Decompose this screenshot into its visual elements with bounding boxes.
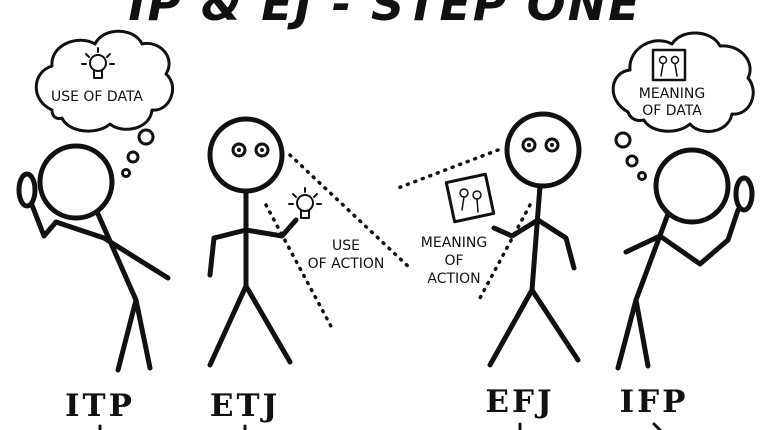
efj-eye-right [544,137,560,153]
itp-thought-cloud [34,29,175,133]
magnifying-glass-icon [16,171,59,239]
ifp-head [653,147,731,225]
efj-head [504,111,582,189]
ifp-thought-cloud [611,31,755,133]
magnifying-glass-icon [725,175,755,243]
etj-eye-right [254,142,270,158]
ifp-thought-bubble-3 [637,171,647,181]
efj-type-label: EFJ [485,384,554,420]
lightbulb-icon [81,47,115,79]
ifp-thought-bubble-2 [625,154,639,168]
etj-sight-line-bottom [264,203,335,332]
efj-sight-line-bottom [478,203,532,300]
ifp-type-label: IFP [620,384,689,420]
itp-thought-bubble-2 [126,150,140,164]
efj-sight-line-top [396,148,500,190]
cropped-marks [98,422,662,430]
etj-eye-left [231,142,247,158]
picture-frame-icon [444,172,496,224]
ifp-thought-bubble-1 [614,131,632,149]
itp-thought-bubble-1 [137,128,155,146]
etj-type-label: ETJ [210,388,280,424]
diagram-title: IP & EJ - STEP ONE [128,0,641,31]
itp-type-label: ITP [65,388,135,424]
efj-eye-left [521,137,537,153]
itp-thought-bubble-3 [121,168,131,178]
picture-frame-icon [651,48,687,82]
itp-figure: USE OF DATA ITP [16,29,175,424]
itp-thought-label: USE OF DATA [51,89,143,105]
itp-head [37,143,115,221]
lightbulb-icon [288,187,322,219]
etj-head [207,116,285,194]
